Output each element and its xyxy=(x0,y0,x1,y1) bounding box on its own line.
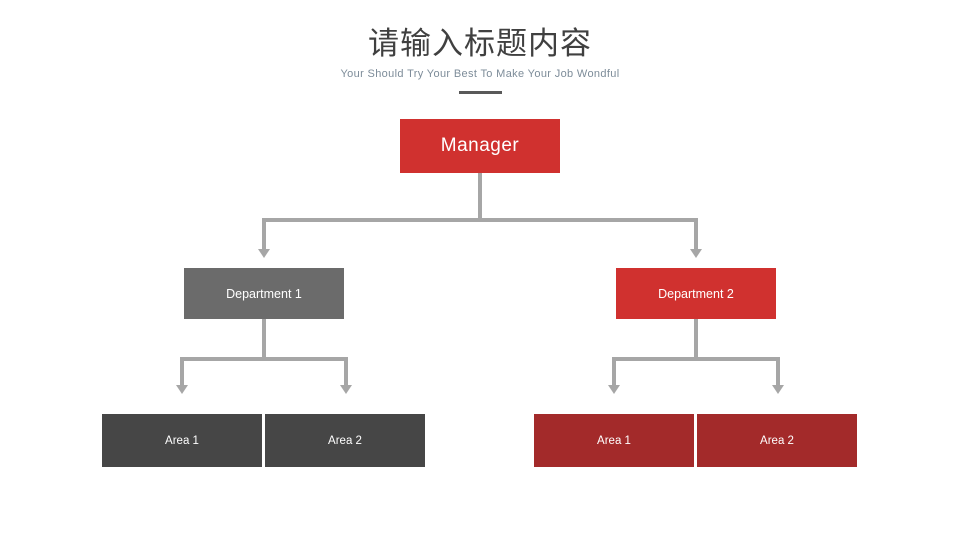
connector-dept2-drop-left xyxy=(612,357,616,385)
connector-dept1-drop-left xyxy=(180,357,184,385)
connector-manager-stem xyxy=(478,173,482,218)
arrow-down-icon-right-area1 xyxy=(608,385,620,394)
connector-dept1-drop-right xyxy=(344,357,348,385)
page-title: 请输入标题内容 xyxy=(368,26,592,62)
node-left-area-2[interactable]: Area 2 xyxy=(265,414,425,467)
node-manager[interactable]: Manager xyxy=(400,119,560,173)
connector-dept2-drop-right xyxy=(776,357,780,385)
connector-dept2-stem xyxy=(694,319,698,357)
connector-dept1-stem xyxy=(262,319,266,357)
connector-manager-drop-right xyxy=(694,218,698,249)
arrow-down-icon-left-area2 xyxy=(340,385,352,394)
node-department-1[interactable]: Department 1 xyxy=(184,268,344,319)
node-right-area-1[interactable]: Area 1 xyxy=(534,414,694,467)
arrow-down-icon-dept1 xyxy=(258,249,270,258)
connector-dept1-bus xyxy=(180,357,348,361)
node-right-area-2[interactable]: Area 2 xyxy=(697,414,857,467)
connector-manager-drop-left xyxy=(262,218,266,249)
arrow-down-icon-left-area1 xyxy=(176,385,188,394)
node-left-area-1[interactable]: Area 1 xyxy=(102,414,262,467)
arrow-down-icon-dept2 xyxy=(690,249,702,258)
connector-dept2-bus xyxy=(612,357,780,361)
connector-manager-bus xyxy=(262,218,698,222)
title-divider xyxy=(459,91,502,94)
page-subtitle: Your Should Try Your Best To Make Your J… xyxy=(340,68,620,80)
node-department-2[interactable]: Department 2 xyxy=(616,268,776,319)
arrow-down-icon-right-area2 xyxy=(772,385,784,394)
